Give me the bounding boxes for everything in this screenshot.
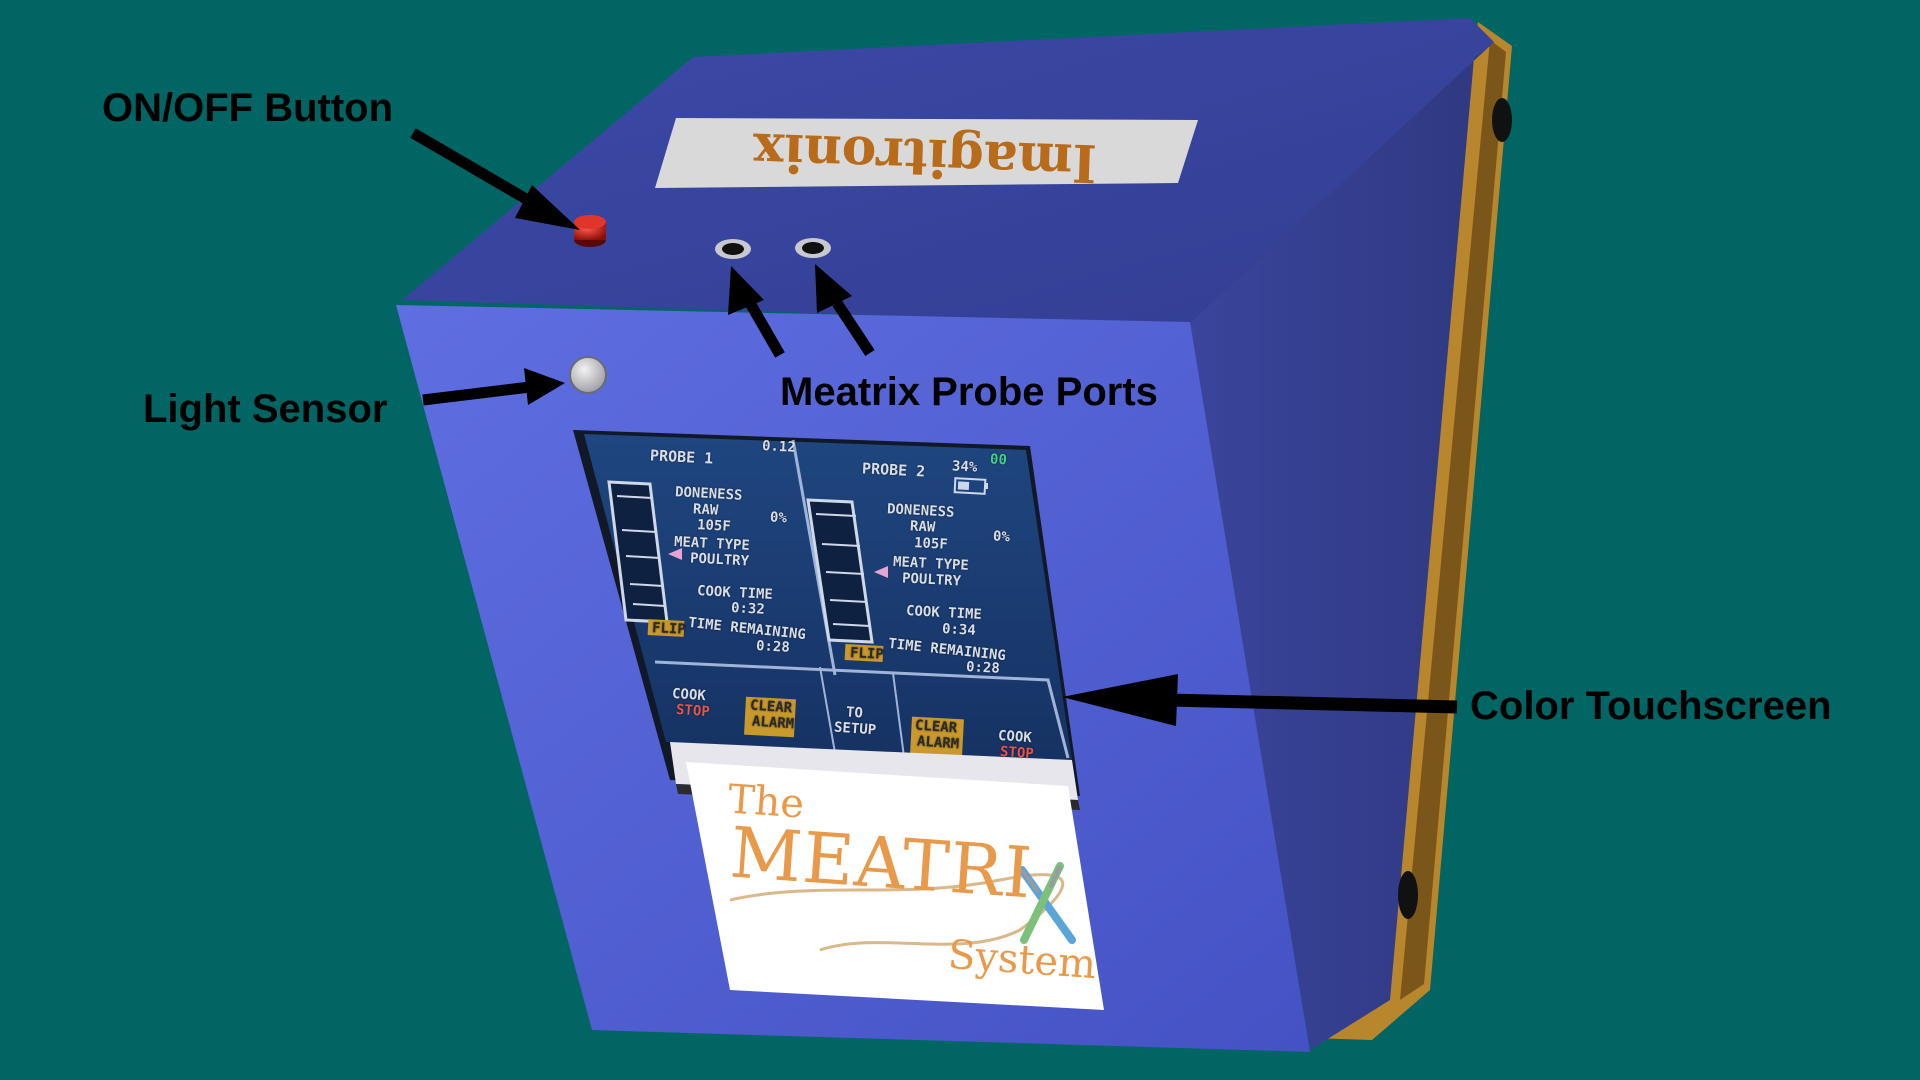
probe1-cook-time: 0:32: [730, 600, 766, 618]
arrow-touchscreen: [1062, 674, 1458, 726]
probe2-cook-time-label: COOK TIME: [905, 603, 983, 623]
to-label: TO: [845, 704, 864, 722]
probe1-percent: 0%: [769, 509, 788, 527]
probe-port-2[interactable]: [795, 238, 831, 258]
probe2-remaining: 0:28: [965, 659, 1001, 677]
setup-label: SETUP: [833, 719, 877, 739]
probe2-cook-time: 0:34: [941, 621, 977, 639]
callout-on-off: ON/OFF Button: [102, 86, 394, 130]
case-side: [1188, 42, 1494, 1050]
screen-top-value: 0.12: [761, 438, 797, 456]
probe1-pointer: [668, 548, 682, 560]
clear-alarm-1-label: CLEAR ALARM: [748, 698, 796, 736]
logo-system: System: [946, 931, 1098, 989]
callout-light-sensor: Light Sensor: [143, 387, 388, 431]
probe-port-1[interactable]: [715, 239, 751, 259]
probe2-title: PROBE 2: [861, 459, 926, 481]
callout-probe-ports: Meatrix Probe Ports: [780, 370, 1158, 414]
light-sensor: [569, 356, 607, 394]
stop-1-label: STOP: [675, 701, 711, 721]
probe1-flip-label: FLIP: [651, 620, 687, 638]
logo-swoosh: [729, 873, 1065, 952]
foot-bottom: [1398, 871, 1418, 919]
meatrix-logo-plate: [686, 762, 1104, 1010]
arrow-on-off: [410, 128, 580, 230]
probe2-percent: 0%: [992, 528, 1011, 546]
touchscreen[interactable]: [573, 430, 1080, 810]
on-off-button[interactable]: [574, 215, 606, 247]
foot-top: [1492, 98, 1512, 142]
probe1-doneness: RAW: [692, 501, 719, 519]
probe1-meat-type-label: MEAT TYPE: [673, 534, 751, 554]
probe1-cook-time-label: COOK TIME: [696, 583, 774, 603]
cook-1-label: COOK: [671, 685, 707, 705]
cook-stop-2-button[interactable]: COOK STOP: [996, 727, 1060, 770]
probe2-gauge: [806, 498, 874, 644]
callout-arrows: [410, 128, 1458, 726]
stop-2-label: STOP: [999, 743, 1035, 763]
probe2-flip-label: FLIP: [849, 645, 885, 663]
probe1-remaining: 0:28: [755, 638, 791, 656]
alarm-2-text: ALARM: [916, 733, 960, 753]
probe2-doneness-label: DONENESS: [886, 501, 955, 521]
probe1-doneness-label: DONENESS: [674, 484, 743, 504]
probe1-flip-button[interactable]: [647, 619, 685, 637]
probe2-pointer: [874, 566, 888, 578]
cook-2-label: COOK: [997, 727, 1033, 747]
logo-meatri: MEATRI: [727, 811, 1036, 915]
brand-plate-text: Imagitronix: [751, 120, 1098, 193]
probe2-temp: 105F: [913, 535, 949, 553]
probe2-extra: 00: [989, 451, 1008, 469]
arrow-light-sensor: [422, 368, 565, 406]
probe2-battery: 34%: [951, 458, 978, 476]
callout-touchscreen: Color Touchscreen: [1470, 684, 1832, 728]
cook-stop-1-button[interactable]: COOK STOP: [668, 685, 728, 728]
clear-alarm-2-label: CLEAR ALARM: [913, 718, 963, 756]
probe1-title: PROBE 1: [649, 446, 714, 468]
alarm-1-text: ALARM: [751, 713, 795, 733]
logo-probes-icon: [1018, 862, 1076, 944]
brand-plate: Imagitronix: [655, 118, 1198, 193]
battery-icon: [953, 477, 988, 495]
probe1-temp: 105F: [696, 517, 732, 535]
to-setup-button[interactable]: TO SETUP: [826, 704, 890, 746]
probe2-doneness: RAW: [909, 518, 936, 536]
case-edge-shadow: [1400, 40, 1506, 1000]
clear-alarm-1-button[interactable]: [744, 696, 796, 738]
arrow-probe-port-2: [815, 264, 875, 357]
probe2-meat-type: POULTRY: [901, 570, 962, 590]
arrow-probe-port-1: [728, 266, 785, 358]
clear-alarm-2-button[interactable]: [910, 716, 964, 758]
probe2-flip-button[interactable]: [844, 644, 884, 662]
probe1-meat-type: POULTRY: [689, 550, 750, 570]
